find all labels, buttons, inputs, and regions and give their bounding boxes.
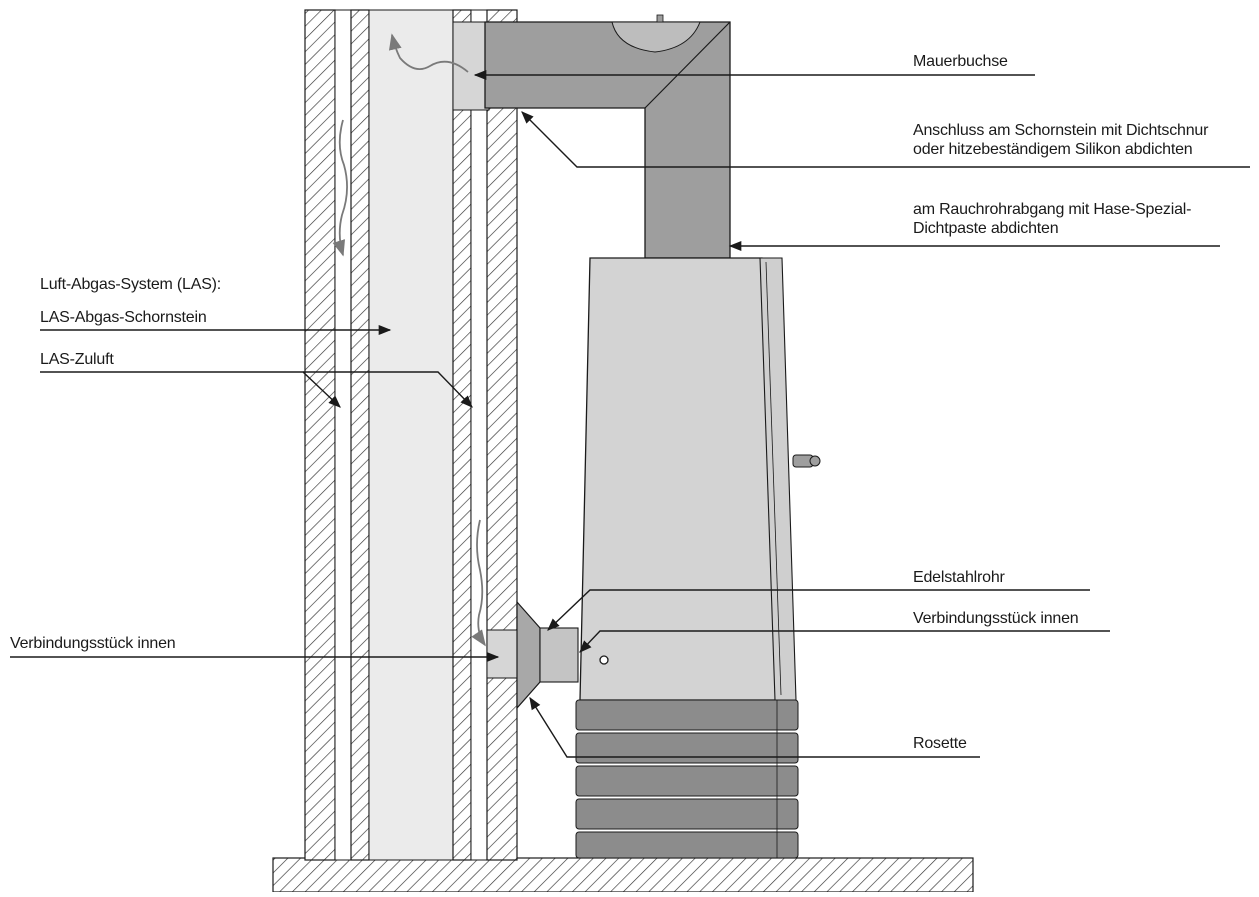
label-rauchrohrabgang: am Rauchrohrabgang mit Hase-Spezial- Dic…: [913, 201, 1192, 237]
flue-interior: [368, 9, 454, 861]
intake-flow-arrow-bottom: [471, 519, 486, 647]
label-verbindungsstueck-right: Verbindungsstück innen: [913, 610, 1079, 627]
chimney-inner-wall-left: [350, 9, 370, 861]
label-las-system: Luft-Abgas-System (LAS):: [40, 276, 222, 293]
chimney-zuluft-channel-right: [470, 9, 488, 861]
stove-base-stones: [575, 699, 799, 859]
connector-inner: [486, 629, 518, 679]
chimney-outer-wall-left: [304, 9, 336, 861]
label-las-abgas-schornstein: LAS-Abgas-Schornstein: [40, 309, 207, 326]
flue-pipe-elbow: [484, 21, 731, 259]
label-rosette: Rosette: [913, 735, 967, 752]
chimney-zuluft-channel-left: [334, 9, 352, 861]
stove-body: [579, 257, 791, 701]
floor-slab: [272, 857, 974, 893]
exhaust-flow-arrow: [388, 33, 469, 73]
chimney-inner-wall-right: [452, 9, 472, 861]
stove-knob: [599, 655, 609, 665]
intake-flow-arrow-top: [332, 119, 348, 257]
chimney-outer-wall-right: [486, 9, 518, 861]
flue-pipe-cap: [611, 21, 701, 53]
leader-lines: [10, 69, 1250, 758]
label-edelstahlrohr: Edelstahlrohr: [913, 569, 1005, 586]
label-las-zuluft: LAS-Zuluft: [40, 351, 114, 368]
rosette: [516, 600, 541, 710]
label-verbindungsstueck-left: Verbindungsstück innen: [10, 635, 176, 652]
label-anschluss-schornstein: Anschluss am Schornstein mit Dichtschnur…: [913, 122, 1209, 158]
label-mauerbuchse: Mauerbuchse: [913, 53, 1008, 70]
stainless-steel-pipe: [539, 627, 579, 683]
